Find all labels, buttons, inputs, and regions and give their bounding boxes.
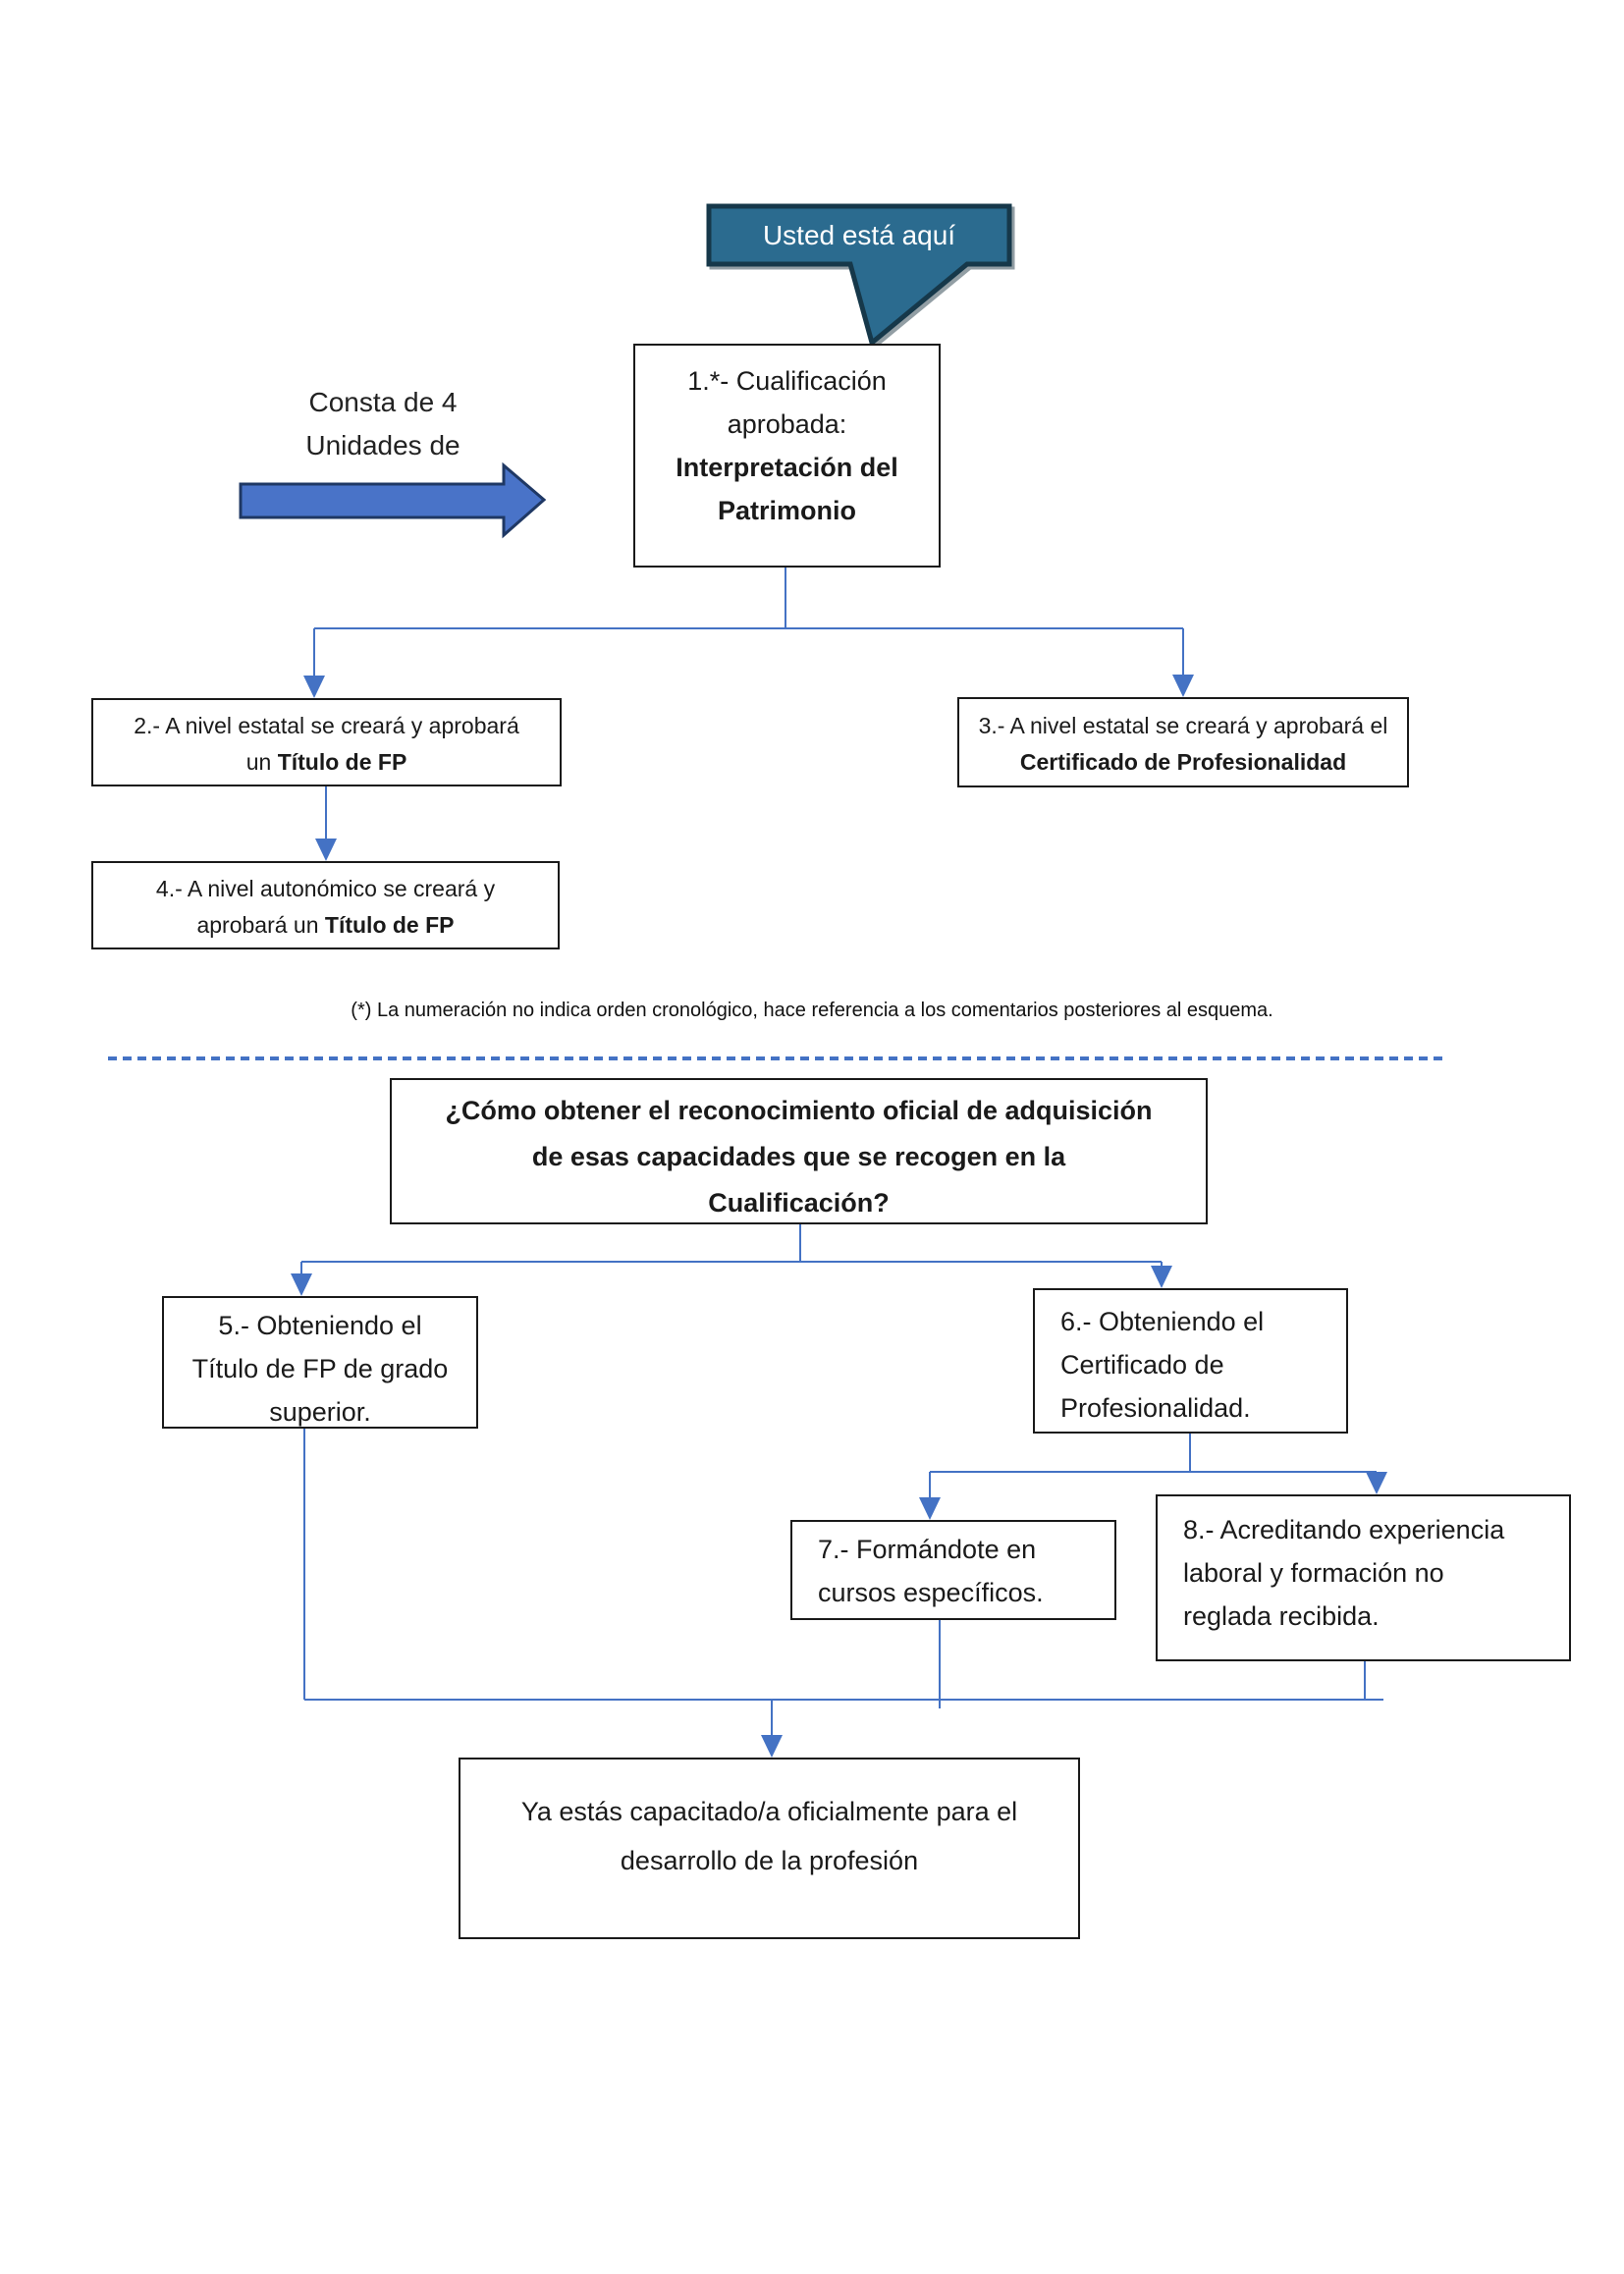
text-line: un Título de FP <box>93 744 560 781</box>
you-are-here-callout: Usted está aquí <box>762 220 956 250</box>
text-line: 8.- Acreditando experiencia <box>1183 1515 1505 1544</box>
speech-bubble-shape <box>706 203 1012 348</box>
text-line: ¿Cómo obtener el reconocimiento oficial … <box>445 1096 1153 1125</box>
arrowhead <box>291 1273 312 1296</box>
text-line: Profesionalidad. <box>1060 1393 1251 1423</box>
text-line: Ya estás capacitado/a oficialmente para … <box>520 1797 1018 1826</box>
text-line: superior. <box>269 1397 371 1427</box>
text-line: Patrimonio <box>717 496 856 525</box>
arrowhead <box>919 1497 941 1520</box>
text-line: cursos específicos. <box>818 1578 1044 1607</box>
connector-line <box>929 1434 1378 1499</box>
side-note: Consta de 4 Unidades de <box>236 381 530 467</box>
text-line: Interpretación del <box>676 453 898 482</box>
text-line: desarrollo de la profesión <box>620 1846 919 1875</box>
text-line: 4.- A nivel autonómico se creará y <box>155 876 496 901</box>
text-segment: aprobará un <box>196 912 325 938</box>
footnote: (*) La numeración no indica orden cronol… <box>351 1000 1273 1021</box>
question-box: ¿Cómo obtener el reconocimiento oficial … <box>390 1078 1208 1224</box>
node-7-cursos-especificos: 7.- Formándote en cursos específicos. <box>790 1520 1116 1620</box>
text-line: reglada recibida. <box>1183 1601 1380 1631</box>
text-segment-bold: Título de FP <box>277 749 407 775</box>
text-line: Título de FP de grado <box>191 1354 449 1383</box>
text-line: de esas capacidades que se recogen en la <box>531 1142 1066 1171</box>
block-arrow <box>239 461 547 539</box>
arrowhead <box>1366 1472 1387 1494</box>
text-line: Cualificación? <box>708 1188 890 1218</box>
node-3-certificado-profesionalidad: 3.- A nivel estatal se creará y aprobará… <box>957 697 1409 787</box>
text-line: 1.*- Cualificación <box>687 366 887 396</box>
arrowhead <box>1172 675 1194 697</box>
text-line: laboral y formación no <box>1183 1558 1444 1588</box>
node-6-obteniendo-certificado: 6.- Obteniendo el Certificado de Profesi… <box>1033 1288 1348 1434</box>
text-line: 2.- A nivel estatal se creará y aprobará <box>134 713 519 738</box>
text-line: Certificado de <box>1060 1350 1224 1380</box>
node-4-titulo-fp-autonomico: 4.- A nivel autonómico se creará y aprob… <box>91 861 560 949</box>
connector-line <box>300 1224 1163 1275</box>
text-line: Unidades de <box>305 430 460 460</box>
arrowhead <box>303 676 325 698</box>
connector-line <box>313 568 1184 677</box>
text-line: aprobará un Título de FP <box>93 907 558 944</box>
arrowhead <box>1151 1266 1172 1288</box>
node-1-cualificacion: 1.*- Cualificación aprobada: Interpretac… <box>633 344 941 568</box>
arrowhead <box>761 1735 783 1758</box>
text-line: aprobada: <box>727 409 847 439</box>
node-5-obteniendo-titulo-fp: 5.- Obteniendo el Título de FP de grado … <box>162 1296 478 1429</box>
text-segment-bold: Título de FP <box>324 912 455 938</box>
text-line: Consta de 4 <box>308 387 458 417</box>
text-line: 7.- Formándote en <box>818 1535 1037 1564</box>
text-line: 5.- Obteniendo el <box>218 1311 422 1340</box>
text-segment: un <box>245 749 278 775</box>
text-line: Certificado de Profesionalidad <box>1019 749 1347 775</box>
arrowhead <box>315 839 337 861</box>
final-box-capacitado: Ya estás capacitado/a oficialmente para … <box>459 1758 1080 1939</box>
connector-line <box>303 1429 1383 1737</box>
node-8-acreditando-experiencia: 8.- Acreditando experiencia laboral y fo… <box>1156 1494 1571 1661</box>
node-2-titulo-fp-estatal: 2.- A nivel estatal se creará y aprobará… <box>91 698 562 786</box>
text-line: 6.- Obteniendo el <box>1060 1307 1265 1336</box>
text-line: 3.- A nivel estatal se creará y aprobará… <box>978 713 1388 738</box>
